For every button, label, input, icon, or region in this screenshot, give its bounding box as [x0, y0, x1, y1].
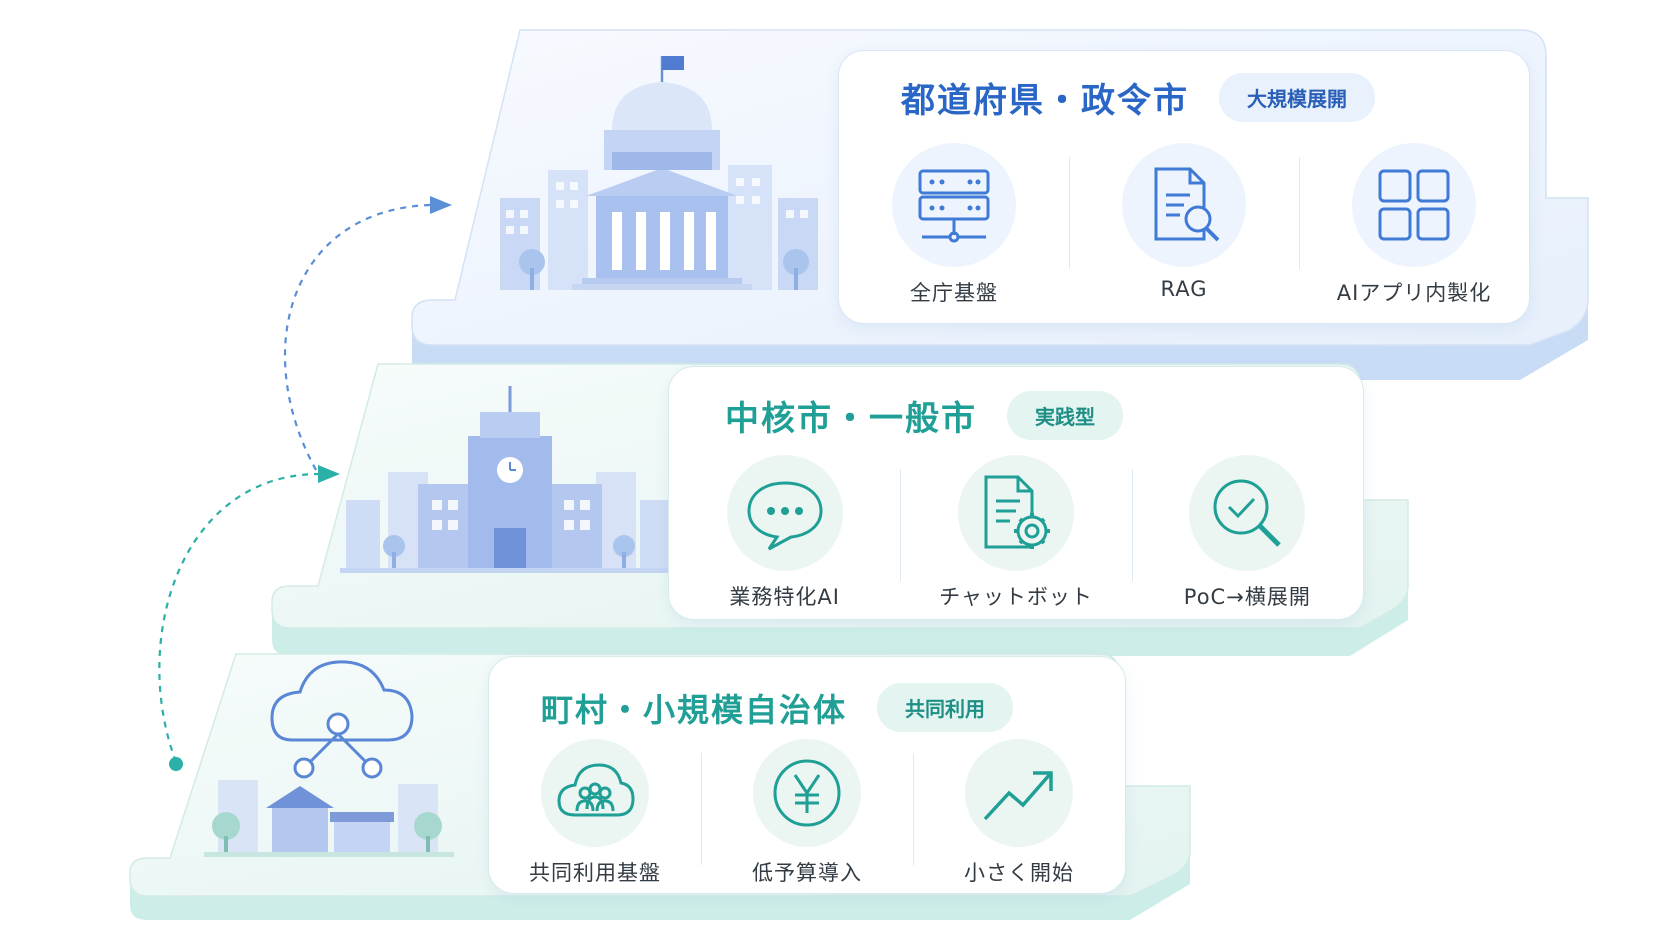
tier-badge: 共同利用 — [877, 683, 1014, 732]
app-grid-icon — [1352, 143, 1476, 267]
item-label: PoC→横展開 — [1183, 585, 1311, 609]
item-label: 小さく開始 — [964, 861, 1074, 885]
tier-title-row: 町村・小規模自治体 共同利用 — [541, 683, 1014, 732]
tier-item: PoC→横展開 — [1131, 455, 1363, 611]
cloud-town-illustration — [204, 660, 454, 857]
tier-title: 都道府県・政令市 — [901, 81, 1189, 121]
tier-title-row: 都道府県・政令市 大規模展開 — [901, 73, 1375, 122]
tier-title-row: 中核市・一般市 実践型 — [725, 391, 1123, 440]
capitol-building-illustration — [500, 56, 818, 290]
tier-title: 中核市・一般市 — [725, 399, 977, 439]
tier-item: 共同利用基盤 — [489, 739, 701, 887]
tier-items: 業務特化AI — [669, 455, 1363, 611]
flow-arrows — [158, 203, 431, 763]
item-label: 業務特化AI — [729, 585, 840, 609]
cloud-people-icon — [541, 739, 649, 847]
item-label: RAG — [1160, 277, 1208, 301]
document-gear-icon — [957, 455, 1074, 571]
tier-item: 低予算導入 — [701, 739, 913, 887]
item-label: AIアプリ内製化 — [1336, 281, 1492, 305]
tier-item: チャットボット — [900, 455, 1131, 611]
tier-items: 共同利用基盤 低予算導入 — [489, 739, 1125, 887]
tier-item: 全庁基盤 — [839, 143, 1069, 307]
tier-item: 業務特化AI — [669, 455, 900, 611]
tier-card-town: 町村・小規模自治体 共同利用 共同利用基盤 — [488, 656, 1126, 894]
tier-card-city: 中核市・一般市 実践型 業務特化AI — [668, 366, 1364, 620]
arrow-start-dot — [169, 757, 183, 771]
item-label: 共同利用基盤 — [529, 861, 661, 885]
tier-item: AIアプリ内製化 — [1299, 143, 1529, 307]
yen-icon — [753, 739, 861, 847]
item-label: 低予算導入 — [752, 861, 862, 885]
tier-badge: 実践型 — [1007, 391, 1123, 440]
trend-up-icon — [965, 739, 1073, 847]
arrow-head-tier-1 — [430, 196, 452, 214]
document-search-icon — [1122, 143, 1246, 267]
tier-item: RAG — [1069, 143, 1299, 307]
tier-card-prefecture: 都道府県・政令市 大規模展開 — [838, 50, 1530, 324]
tier-item: 小さく開始 — [913, 739, 1125, 887]
tier-badge: 大規模展開 — [1219, 73, 1375, 122]
tier-title: 町村・小規模自治体 — [541, 690, 848, 729]
server-icon — [892, 143, 1016, 267]
city-hall-illustration — [340, 386, 680, 573]
item-label: 全庁基盤 — [910, 281, 998, 305]
chat-bubble-icon — [726, 455, 843, 571]
search-check-icon — [1189, 455, 1306, 571]
arrow-head-tier-2 — [318, 465, 340, 483]
arrow-to-tier-1 — [284, 203, 431, 471]
tier-items: 全庁基盤 RAG — [839, 143, 1529, 307]
item-label: チャットボット — [939, 585, 1093, 609]
arrow-to-tier-2 — [158, 472, 319, 763]
